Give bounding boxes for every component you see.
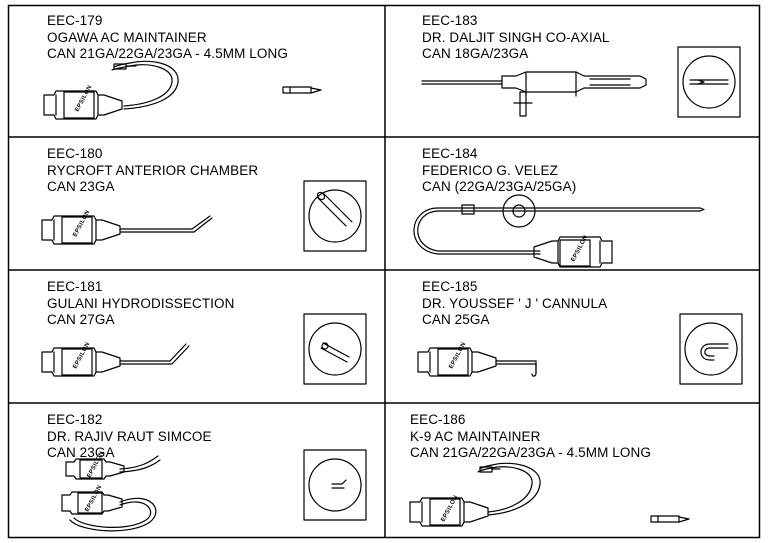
product-code: EEC-184 [422, 146, 478, 161]
product-name: FEDERICO G. VELEZ [422, 162, 558, 178]
product-name: RYCROFT ANTERIOR CHAMBER [47, 162, 259, 178]
product-spec: CAN 21GA/22GA/23GA - 4.5MM LONG [410, 445, 651, 460]
product-text: EEC-180 RYCROFT ANTERIOR CHAMBER CAN 23G… [47, 146, 258, 196]
product-spec: CAN 27GA [47, 312, 115, 327]
product-spec: CAN 23GA [47, 445, 115, 460]
product-spec: CAN (22GA/23GA/25GA) [422, 179, 577, 194]
product-code: EEC-180 [47, 146, 103, 161]
product-text: EEC-181 GULANI HYDRODISSECTION CAN 27GA [47, 279, 234, 329]
product-spec: CAN 21GA/22GA/23GA - 4.5MM LONG [47, 46, 288, 61]
product-name: K-9 AC MAINTAINER [410, 428, 541, 444]
product-name: OGAWA AC MAINTAINER [47, 29, 207, 45]
product-code: EEC-182 [47, 412, 103, 427]
product-code: EEC-181 [47, 279, 103, 294]
product-text: EEC-183 DR. DALJIT SINGH CO-AXIAL CAN 18… [422, 13, 610, 63]
product-spec: CAN 18GA/23GA [422, 46, 529, 61]
product-text: EEC-185 DR. YOUSSEF ' J ' CANNULA CAN 25… [422, 279, 607, 329]
product-name: DR. DALJIT SINGH CO-AXIAL [422, 29, 610, 45]
product-name: DR. YOUSSEF ' J ' CANNULA [422, 295, 608, 311]
product-name: GULANI HYDRODISSECTION [47, 295, 235, 311]
product-text: EEC-184 FEDERICO G. VELEZ CAN (22GA/23GA… [422, 146, 576, 196]
product-spec: CAN 23GA [47, 179, 115, 194]
product-spec: CAN 25GA [422, 312, 490, 327]
product-code: EEC-185 [422, 279, 478, 294]
product-text: EEC-179 OGAWA AC MAINTAINER CAN 21GA/22G… [47, 13, 288, 63]
product-text: EEC-182 DR. RAJIV RAUT SIMCOE CAN 23GA [47, 412, 212, 462]
product-code: EEC-186 [410, 412, 466, 427]
product-code: EEC-179 [47, 13, 103, 28]
product-code: EEC-183 [422, 13, 478, 28]
product-text: EEC-186 K-9 AC MAINTAINER CAN 21GA/22GA/… [410, 412, 651, 462]
product-name: DR. RAJIV RAUT SIMCOE [47, 428, 212, 444]
